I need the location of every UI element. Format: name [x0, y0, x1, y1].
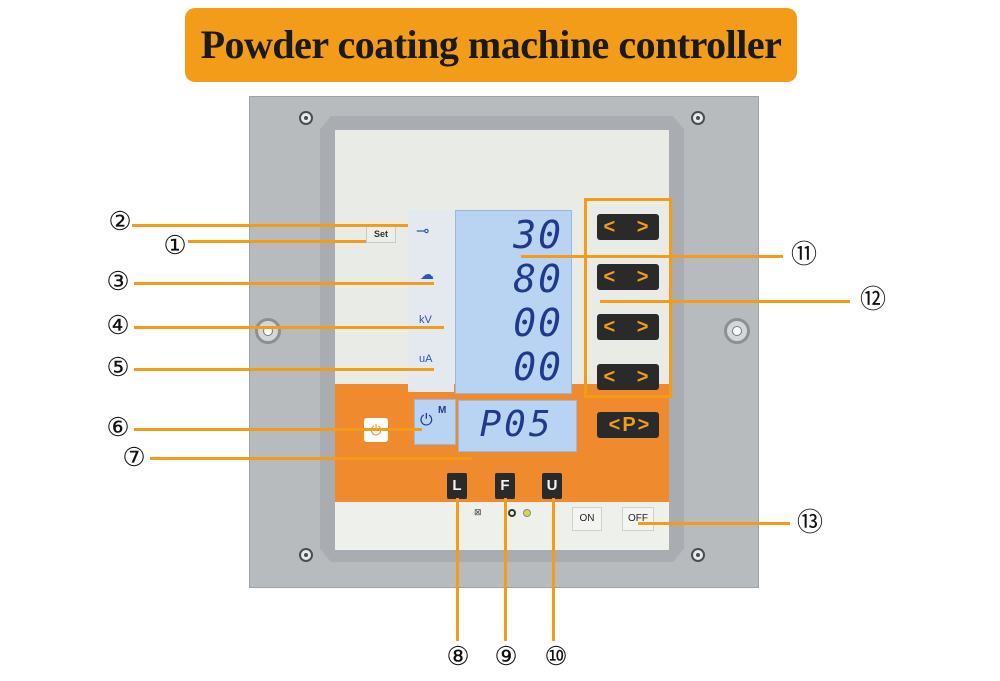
callout-line-10 — [552, 498, 555, 641]
callout-number-12: ⑫ — [859, 285, 886, 315]
callout-line-8 — [456, 498, 459, 641]
callout-line-9 — [504, 498, 507, 641]
page-title: Powder coating machine controller — [200, 22, 782, 67]
callout-number-13: ⑬ — [796, 508, 823, 538]
program-button[interactable]: <P> — [597, 412, 659, 438]
mode-button-l[interactable]: L — [447, 473, 467, 499]
gun-icon: ⊸ — [416, 223, 430, 240]
adjust-button-row1[interactable]: < > — [597, 214, 659, 240]
lcd-value-row: 80 — [513, 257, 563, 301]
title-banner — [185, 8, 797, 82]
mode-lcd-display — [458, 400, 577, 452]
callout-number-6: ⑥ — [106, 413, 130, 443]
callout-number-5: ⑤ — [106, 353, 130, 383]
power-icon: ⏻ — [420, 412, 433, 429]
set-button[interactable]: Set — [366, 225, 396, 243]
callout-line-5 — [134, 368, 434, 371]
callout-line-4 — [134, 326, 444, 329]
mode-button-u[interactable]: U — [542, 473, 562, 499]
manual-mode-button[interactable] — [414, 399, 456, 445]
callout-line-2 — [132, 224, 408, 227]
bottom-panel-strip — [335, 502, 669, 550]
latch-knob-icon — [724, 318, 750, 344]
callout-number-4: ④ — [106, 311, 130, 341]
off-button[interactable]: OFF — [622, 507, 654, 531]
mode-lcd-text: P05 — [479, 404, 554, 445]
indicator-led-icon — [523, 509, 531, 517]
callout-number-8: ⑧ — [446, 642, 470, 672]
on-button[interactable]: ON — [572, 507, 602, 531]
indicator-icon: ⊠ — [474, 507, 482, 517]
adjust-button-row2[interactable]: < > — [597, 264, 659, 290]
lcd-value-row: 00 — [513, 301, 563, 345]
ua-label: uA — [419, 353, 433, 365]
lcd-value-row: 00 — [513, 345, 563, 389]
callout-line-13 — [638, 522, 790, 525]
indicator-led-icon — [508, 509, 516, 517]
screw-icon — [299, 111, 313, 125]
adjust-button-row4[interactable]: < > — [597, 364, 659, 390]
callout-number-11: ⑪ — [790, 240, 817, 270]
latch-knob-icon — [255, 318, 281, 344]
mode-button-f[interactable]: F — [495, 473, 515, 499]
screw-icon — [299, 548, 313, 562]
callout-number-7: ⑦ — [122, 443, 146, 473]
adjust-button-row3[interactable]: < > — [597, 314, 659, 340]
callout-line-12 — [600, 300, 850, 303]
callout-line-6 — [134, 428, 422, 431]
callout-line-3 — [134, 282, 434, 285]
m-label: M — [438, 405, 447, 416]
cloud-icon: ☁ — [420, 266, 434, 282]
lcd-value-row: 30 — [513, 213, 563, 257]
screw-icon — [691, 548, 705, 562]
kv-label: kV — [419, 314, 432, 326]
lcd-icon-column — [408, 210, 454, 392]
callout-number-1: ① — [163, 231, 187, 261]
callout-line-1 — [188, 240, 366, 243]
callout-number-10: ⑩ — [544, 642, 568, 672]
screw-icon — [691, 111, 705, 125]
callout-number-2: ② — [108, 207, 132, 237]
callout-line-7 — [150, 457, 472, 460]
callout-number-9: ⑨ — [494, 642, 518, 672]
callout-number-3: ③ — [106, 267, 130, 297]
main-lcd-display — [455, 210, 572, 394]
adjust-buttons-group — [584, 198, 672, 398]
callout-line-11 — [521, 255, 783, 258]
